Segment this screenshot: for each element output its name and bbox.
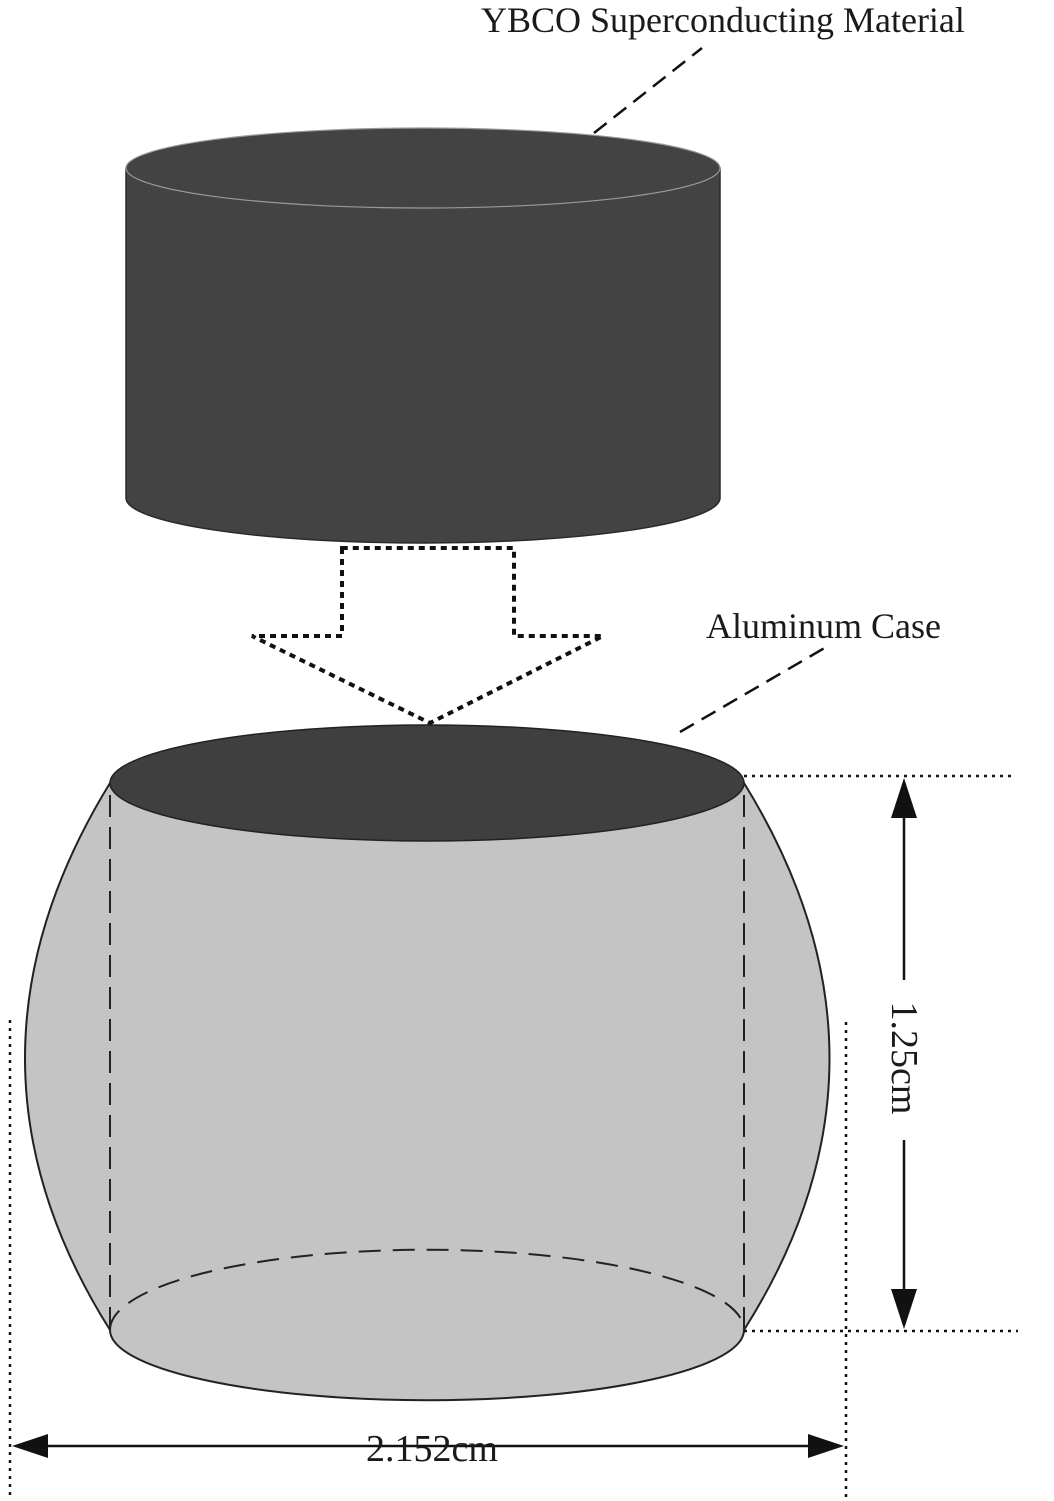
- ybco-cylinder-body: [125, 167, 721, 544]
- height-arrowhead-top: [891, 778, 917, 818]
- case-label: Aluminum Case: [706, 606, 941, 646]
- width-dimension: 2.152cm: [8, 1020, 848, 1498]
- width-arrowhead-left: [12, 1434, 48, 1458]
- ybco-label: YBCO Superconducting Material: [481, 0, 965, 40]
- height-dimension: 1.25cm: [744, 774, 1018, 1333]
- case-hidden-bottom-back: [109, 1248, 745, 1331]
- ybco-cylinder: [125, 127, 721, 544]
- aluminum-case: [24, 724, 831, 1402]
- aluminum-case-body: [24, 779, 831, 1402]
- height-arrowhead-bottom: [891, 1289, 917, 1329]
- ybco-cylinder-top: [125, 127, 721, 209]
- ybco-leader-line: [593, 47, 703, 134]
- width-label: 2.152cm: [366, 1428, 498, 1470]
- aluminum-case-top-opening: [109, 724, 745, 842]
- height-label: 1.25cm: [883, 1002, 925, 1115]
- case-leader-line: [679, 644, 829, 734]
- width-arrowhead-right: [808, 1434, 844, 1458]
- insert-arrow: [251, 546, 604, 726]
